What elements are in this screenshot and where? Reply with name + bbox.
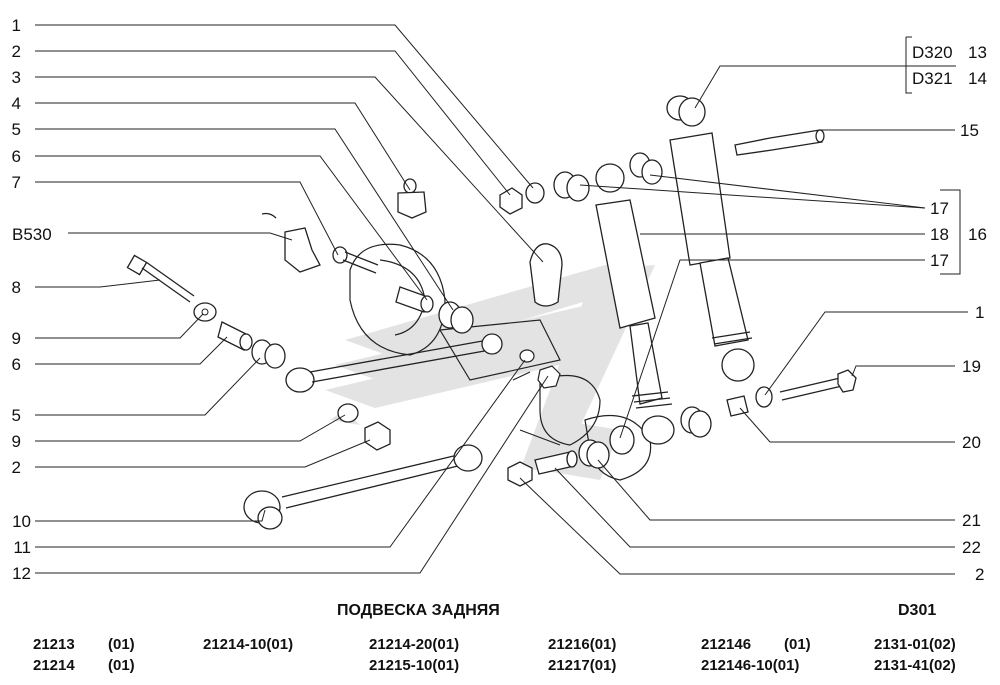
- model-21213-variant: (01): [108, 636, 135, 653]
- callout-left-8: 8: [11, 278, 21, 297]
- callout-left-b530: B530: [12, 225, 52, 244]
- ref-13: 13: [968, 43, 987, 62]
- callout-left-7: 7: [11, 173, 21, 192]
- right-leader-lines: [519, 36, 968, 575]
- sleeve-6-lower: [217, 321, 253, 351]
- upper-rod: [285, 333, 503, 393]
- callout-right-22: 22: [962, 538, 981, 557]
- callout-left-2b: 2: [11, 458, 21, 477]
- washer-1-upper: [525, 182, 545, 204]
- ref-d321: D321: [912, 69, 953, 88]
- model-212146-10: 212146-10(01): [701, 657, 800, 674]
- callout-left-11: 11: [13, 538, 31, 557]
- callout-left-5: 5: [11, 120, 21, 139]
- bump-stop-4: [397, 178, 427, 219]
- nut-2-bottom: [507, 461, 533, 487]
- callout-left-5b: 5: [11, 406, 21, 425]
- callout-left-2: 2: [11, 42, 21, 61]
- callout-right-18: 18: [930, 225, 949, 244]
- callout-left-9b: 9: [11, 432, 21, 451]
- callout-right-19: 19: [962, 357, 981, 376]
- bushing-17-lower: [680, 406, 712, 438]
- callout-left-1: 1: [11, 16, 21, 35]
- callout-left-9a: 9: [11, 329, 21, 348]
- model-21215-10: 21215-10(01): [369, 657, 460, 674]
- model-21214-10: 21214-10(01): [203, 636, 294, 653]
- washer-9-lower: [337, 403, 359, 423]
- diagram-code: D301: [898, 602, 937, 619]
- bolt-19: [779, 369, 857, 401]
- callout-right-15: 15: [960, 121, 979, 140]
- model-21214: 21214: [33, 657, 75, 674]
- model-2131-41: 2131-41(02): [874, 657, 956, 674]
- bushing-17-upper: [553, 171, 590, 202]
- sleeve-22: [534, 450, 578, 475]
- bushing-21: [578, 439, 610, 469]
- callout-left-3: 3: [11, 68, 21, 87]
- bracket-b530: [261, 212, 321, 273]
- callout-left-12: 12: [12, 564, 31, 583]
- model-21213: 21213: [33, 636, 75, 653]
- ref-d320: D320: [912, 43, 953, 62]
- lower-link-10: [243, 444, 483, 530]
- callout-right-2: 2: [975, 565, 985, 584]
- callout-right-17b: 17: [930, 251, 949, 270]
- model-2131-01: 2131-01(02): [874, 636, 956, 653]
- callout-group-16: 16: [968, 225, 987, 244]
- model-21216: 21216(01): [548, 636, 617, 653]
- pin-15: [734, 129, 825, 156]
- callout-right-17a: 17: [930, 199, 949, 218]
- washer-1-right: [755, 386, 773, 408]
- callout-left-4: 4: [11, 94, 21, 113]
- bushing-17-right: [629, 152, 663, 185]
- callout-left-6b: 6: [11, 355, 21, 374]
- bushing-5-upper: [438, 301, 474, 334]
- model-21214-variant: (01): [108, 657, 135, 674]
- left-leader-lines: [35, 24, 549, 574]
- model-212146: 212146: [701, 636, 752, 653]
- callout-right-20: 20: [962, 433, 981, 452]
- callout-left-10: 10: [12, 512, 31, 531]
- model-21214-20: 21214-20(01): [369, 636, 460, 653]
- model-21217: 21217(01): [548, 657, 617, 674]
- diagram-title: ПОДВЕСКА ЗАДНЯЯ: [337, 602, 500, 619]
- nut-2-lower: [364, 421, 391, 451]
- sleeve-6-upper: [395, 286, 434, 313]
- callout-right-1: 1: [975, 303, 985, 322]
- ref-14: 14: [968, 69, 987, 88]
- model-212146-variant: (01): [784, 636, 811, 653]
- bolt-8: [126, 254, 195, 303]
- bumper-3: [529, 243, 563, 307]
- nut-2-upper: [499, 187, 523, 215]
- callout-right-21: 21: [962, 511, 981, 530]
- bolt-7: [332, 246, 379, 274]
- callout-left-6: 6: [11, 147, 21, 166]
- bushing-5-lower: [251, 339, 286, 369]
- shock-absorber-13-14: [666, 95, 755, 382]
